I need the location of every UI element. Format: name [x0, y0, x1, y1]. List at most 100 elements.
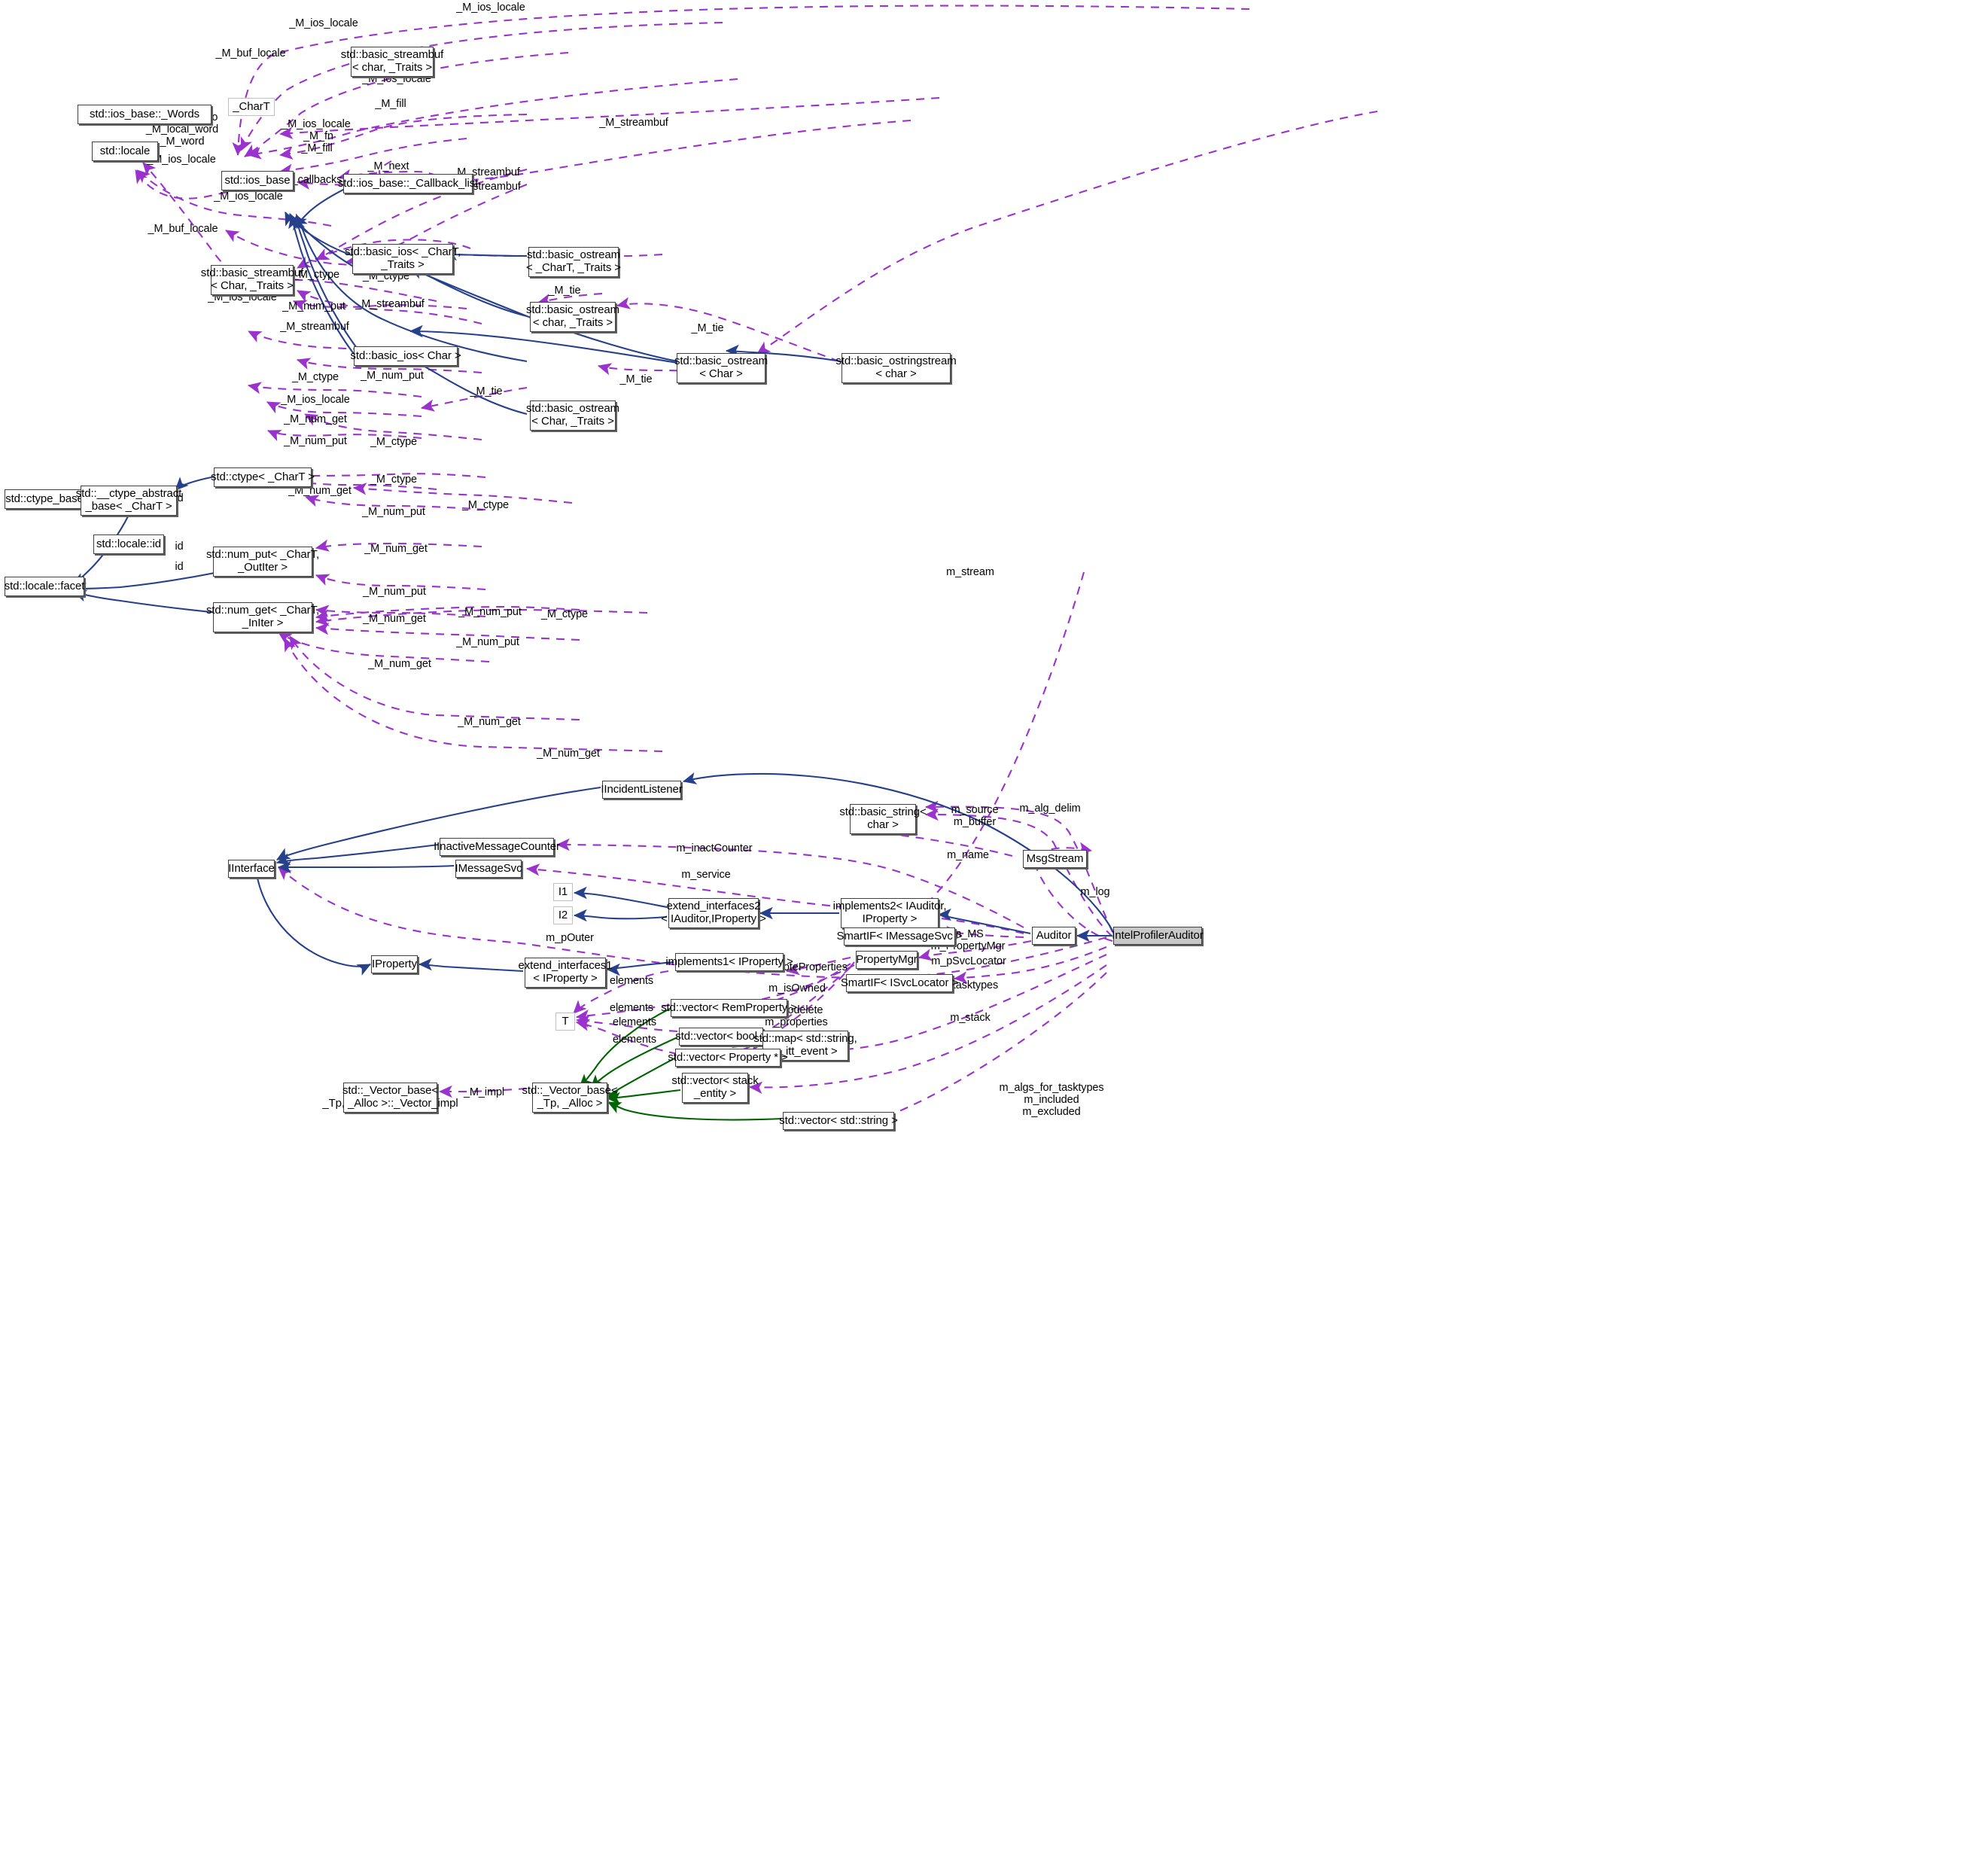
edge-label: m_stream [946, 566, 994, 578]
class-node-msgstream[interactable]: MsgStream [1023, 850, 1087, 868]
class-node-implements2[interactable]: implements2< IAuditor, IProperty > [833, 898, 947, 928]
edge-label: _M_ctype [461, 499, 510, 511]
edge-label: _M_fill [301, 142, 333, 154]
class-node-basic_streambuf_Char_Traits[interactable]: std::basic_streambuf < Char, _Traits > [201, 265, 303, 295]
edge-label: _M_ios_locale [289, 17, 358, 29]
class-node-locale_facet[interactable]: std::locale::facet [5, 577, 84, 596]
class-node-basic_ostream_char_traits[interactable]: std::basic_ostream < char, _Traits > [526, 302, 619, 332]
edge-label: _M_ctype [540, 608, 589, 620]
class-node-basic_string_char[interactable]: std::basic_string< char > [839, 804, 927, 834]
edge-label: m_stack [950, 1012, 991, 1024]
edge-label: _M_num_put [361, 370, 424, 382]
class-node-vector_stack_entity[interactable]: std::vector< stack _entity > [671, 1073, 759, 1103]
class-node-iinterface[interactable]: IInterface [228, 860, 275, 878]
edge-label: _M_num_put [458, 606, 522, 618]
edge-label: _M_ctype [291, 371, 339, 383]
class-node-ctype_base[interactable]: std::ctype_base [5, 489, 84, 509]
edge-label: m_service [681, 869, 731, 881]
class-node-basic_ostream_Char_Traits[interactable]: std::basic_ostream < Char, _Traits > [526, 400, 619, 431]
class-node-iincidentlistener[interactable]: IIncidentListener [601, 781, 683, 799]
edge-label: _M_streambuf [599, 117, 668, 129]
edge-label: m_source m_buffer [951, 804, 999, 829]
class-node-extend_interfaces2[interactable]: extend_interfaces2 < IAuditor,IProperty … [661, 898, 766, 928]
class-node-basic_ostream_Char[interactable]: std::basic_ostream < Char > [674, 353, 768, 383]
class-node-ios_base[interactable]: std::ios_base [221, 171, 294, 190]
class-node-extend_interfaces1[interactable]: extend_interfaces1 < IProperty > [519, 958, 613, 988]
class-node-chart[interactable]: _CharT [228, 98, 275, 116]
class-node-vector_string[interactable]: std::vector< std::string > [779, 1112, 898, 1130]
edge-label: _M_num_get [284, 413, 347, 425]
edge-label: m_alg_delim [1019, 802, 1081, 815]
edge-label: _M_next [367, 160, 409, 172]
edge-label: _M_num_put [284, 435, 347, 447]
edge-label: _M_fill [375, 98, 406, 110]
edge-label: _M_tie [619, 373, 653, 385]
edge-label: _M_num_get [364, 543, 428, 555]
edge-label: _M_num_put [362, 506, 425, 518]
edge-label: _M_num_get [537, 748, 600, 760]
class-node-i1[interactable]: I1 [553, 883, 573, 901]
edge-label: elements [612, 1034, 657, 1046]
edge-label: _M_buf_locale [148, 223, 218, 235]
edge-label: _M_ios_locale [456, 2, 525, 14]
class-node-auditor[interactable]: Auditor [1032, 927, 1076, 945]
edge-label: m_pSvcLocator [931, 955, 1006, 967]
edge-label: _M_buf_locale [215, 47, 286, 59]
edge-label: _M_ctype [370, 436, 418, 448]
edge-label: _M_tie [548, 285, 581, 297]
class-node-vector_base[interactable]: std::_Vector_base< _Tp, _Alloc > [522, 1083, 618, 1113]
edge-label: id [175, 541, 184, 553]
class-node-i2[interactable]: I2 [553, 906, 573, 924]
class-node-implements1[interactable]: implements1< IProperty > [665, 953, 793, 971]
class-node-ctype_abstract_base[interactable]: std::__ctype_abstract _base< _CharT > [76, 486, 181, 516]
edge-label: _M_ctype [370, 474, 418, 486]
edge-label: _M_num_put [456, 636, 519, 648]
class-node-intelprofilerauditor[interactable]: IntelProfilerAuditor [1112, 927, 1204, 945]
class-node-vector_remproperty[interactable]: std::vector< RemProperty > [661, 999, 797, 1017]
edge-label: _M_ios_locale [214, 190, 283, 203]
class-node-locale_id[interactable]: std::locale::id [93, 534, 164, 554]
class-node-smartif_isvclocator[interactable]: SmartIF< ISvcLocator > [841, 974, 958, 992]
class-node-basic_ostringstream_char[interactable]: std::basic_ostringstream < char > [835, 353, 957, 383]
edge-label: m_log [1080, 886, 1110, 898]
edge-label: _M_ios_locale [281, 394, 350, 406]
class-node-callback_list[interactable]: std::ios_base::_Callback_list [338, 174, 478, 193]
class-node-basic_ostream_chart_traits[interactable]: std::basic_ostream < _CharT, _Traits > [526, 247, 621, 277]
class-node-t_param[interactable]: T [555, 1013, 575, 1031]
class-node-ios_base_words[interactable]: std::ios_base::_Words [78, 105, 212, 124]
class-node-locale[interactable]: std::locale [92, 142, 158, 161]
edge-label: m_isOwned [768, 982, 826, 994]
edge-label: _M_fn [303, 130, 333, 142]
edge-label: _M_tie [470, 385, 503, 397]
class-node-vector_bool[interactable]: std::vector< bool > [675, 1028, 767, 1046]
class-node-ctype_chart[interactable]: std::ctype< _CharT > [211, 467, 315, 487]
class-node-basic_ios_chart_traits[interactable]: std::basic_ios< _CharT, _Traits > [345, 244, 461, 274]
class-node-num_put[interactable]: std::num_put< _CharT, _OutIter > [206, 547, 319, 577]
edge-label: id [175, 492, 184, 504]
class-node-basic_ios_char[interactable]: std::basic_ios< Char > [350, 346, 461, 366]
class-node-num_get[interactable]: std::num_get< _CharT, _InIter > [206, 602, 319, 632]
class-node-iproperty[interactable]: IProperty [371, 955, 418, 973]
edge-label: _M_streambuf [280, 321, 349, 333]
edge-label: elements [609, 1002, 654, 1014]
class-node-propertymgr[interactable]: PropertyMgr [856, 951, 918, 969]
class-node-vector_property_ptr[interactable]: std::vector< Property * > [668, 1049, 788, 1067]
edge-label: _M_streambuf [355, 298, 425, 310]
edge-label: m_algs_for_tasktypes m_included m_exclud… [999, 1082, 1104, 1119]
class-node-smartif_imessagesvc[interactable]: SmartIF< IMessageSvc > [836, 927, 963, 946]
class-node-basic_streambuf_char_traits[interactable]: std::basic_streambuf < char, _Traits > [341, 47, 443, 77]
edge-label: m_name [947, 849, 989, 861]
class-node-vector_base_impl[interactable]: std::_Vector_base< _Tp, _Alloc >::_Vecto… [322, 1083, 458, 1113]
edge-label: _M_num_put [282, 300, 345, 312]
class-node-iinactivemessagecounter[interactable]: IInactiveMessageCounter [434, 838, 560, 856]
edge-label: m_inactCounter [676, 842, 753, 854]
class-node-imessagesvc[interactable]: IMessageSvc [455, 860, 522, 878]
edge-label: _M_num_put [363, 586, 426, 598]
edge-label: elements [609, 975, 654, 987]
edge-label: _M_num_get [368, 658, 431, 670]
edge-label: _M_ios_locale [282, 118, 351, 130]
edge-label: elements [612, 1016, 657, 1028]
edge-label: _M_num_get [458, 716, 521, 728]
edge-label: _M_tie [691, 322, 724, 334]
